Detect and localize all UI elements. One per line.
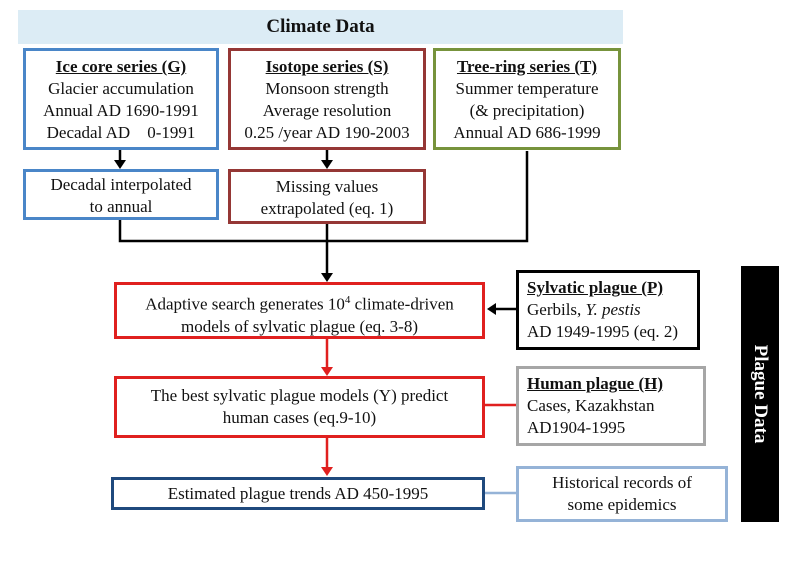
arrowhead-merge-to-adaptive: [321, 273, 333, 282]
plague-data-label: Plague Data: [741, 266, 779, 522]
isotope-line-2: Average resolution: [262, 101, 392, 120]
decadal-line-2: to annual: [89, 197, 153, 216]
human-line-2: AD1904-1995: [527, 418, 626, 437]
arrowhead-best-to-estimated: [321, 467, 333, 476]
ice-core-title: Ice core series (G): [55, 57, 187, 76]
arrowhead-isotope-to-missing: [321, 160, 333, 169]
historical-line-2: some epidemics: [567, 495, 677, 514]
tree-ring-line-2: (& precipitation): [469, 101, 585, 120]
plague-data-text: Plague Data: [750, 344, 771, 444]
isotope-box: Isotope series (S) Monsoon strength Aver…: [228, 48, 426, 150]
isotope-line-1: Monsoon strength: [265, 79, 389, 98]
best-line-2: human cases (eq.9-10): [222, 408, 377, 427]
tree-ring-title: Tree-ring series (T): [456, 57, 598, 76]
ice-core-line-1: Glacier accumulation: [48, 79, 194, 98]
missing-line-1: Missing values: [275, 177, 379, 196]
sylvatic-species: Y. pestis: [585, 300, 641, 319]
ice-core-line-3: Decadal AD 0-1991: [46, 123, 196, 142]
sylvatic-plague-box: Sylvatic plague (P) Gerbils, Y. pestis A…: [516, 270, 700, 350]
estimated-trends-box: Estimated plague trends AD 450-1995: [111, 477, 485, 510]
adaptive-line-1: Adaptive search generates 104 climate-dr…: [117, 289, 482, 316]
ice-core-box: Ice core series (G) Glacier accumulation…: [23, 48, 219, 150]
tree-ring-line-1: Summer temperature: [455, 79, 599, 98]
isotope-title: Isotope series (S): [265, 57, 389, 76]
decadal-interpolated-box: Decadal interpolated to annual: [23, 169, 219, 220]
historical-line-1: Historical records of: [552, 473, 692, 492]
historical-records-box: Historical records of some epidemics: [516, 466, 728, 522]
estimated-line-1: Estimated plague trends AD 450-1995: [167, 484, 429, 503]
arrowhead-sylvatic-to-adaptive: [487, 303, 496, 315]
tree-ring-line-3: Annual AD 686-1999: [453, 123, 601, 142]
climate-data-banner: Climate Data: [18, 10, 623, 44]
human-line-1: Cases, Kazakhstan: [527, 396, 655, 415]
ice-core-line-2: Annual AD 1690-1991: [43, 101, 199, 120]
human-title: Human plague (H): [527, 374, 664, 393]
best-models-box: The best sylvatic plague models (Y) pred…: [114, 376, 485, 438]
best-line-1: The best sylvatic plague models (Y) pred…: [150, 386, 449, 405]
missing-line-2: extrapolated (eq. 1): [260, 199, 394, 218]
missing-values-box: Missing values extrapolated (eq. 1): [228, 169, 426, 224]
adaptive-line-2: models of sylvatic plague (eq. 3-8): [181, 316, 418, 336]
tree-ring-box: Tree-ring series (T) Summer temperature …: [433, 48, 621, 150]
sylvatic-line-1: Gerbils, Y. pestis: [527, 299, 697, 321]
sylvatic-line-2: AD 1949-1995 (eq. 2): [527, 322, 679, 341]
connector-merge: [118, 151, 529, 243]
adaptive-exponent: 4: [344, 294, 351, 306]
sylvatic-title: Sylvatic plague (P): [527, 278, 663, 297]
adaptive-line-1-pre: Adaptive search generates 10: [145, 294, 345, 314]
sylvatic-line-1-pre: Gerbils,: [527, 300, 586, 319]
human-plague-box: Human plague (H) Cases, Kazakhstan AD190…: [516, 366, 706, 446]
arrowhead-adaptive-to-best: [321, 367, 333, 376]
adaptive-search-box: Adaptive search generates 104 climate-dr…: [114, 282, 485, 339]
adaptive-line-1-post: climate-driven: [350, 294, 454, 314]
decadal-line-1: Decadal interpolated: [50, 175, 192, 194]
arrowhead-ice-to-decadal: [114, 160, 126, 169]
isotope-line-3: 0.25 /year AD 190-2003: [244, 123, 410, 142]
